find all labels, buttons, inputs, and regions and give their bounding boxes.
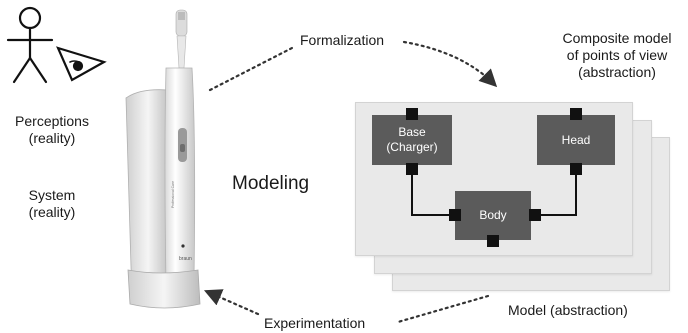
- model-abstraction-label: Model (abstraction): [508, 302, 628, 318]
- svg-text:braun: braun: [179, 256, 192, 262]
- formalization-arrow-right: [402, 40, 498, 88]
- base-charger-block: Base (Charger): [372, 115, 452, 165]
- svg-text:Professional Care: Professional Care: [171, 181, 175, 208]
- composite-model-label: Composite model of points of view (abstr…: [562, 30, 672, 80]
- modeling-label: Modeling: [232, 173, 310, 194]
- head-block: Head: [537, 115, 615, 165]
- body-port-bottom: [487, 235, 499, 247]
- body-port-left: [449, 209, 461, 221]
- base-port-bottom: [406, 163, 418, 175]
- stick-figure-with-eye-icon: [6, 6, 107, 84]
- experimentation-arrow-right: [396, 294, 490, 324]
- formalization-label: Formalization: [300, 32, 385, 48]
- experimentation-label: Experimentation: [264, 315, 366, 331]
- base-port-top: [406, 108, 418, 120]
- system-label: System (reality): [28, 187, 76, 220]
- electric-toothbrush-icon: braun Professional Care: [125, 9, 201, 309]
- body-port-right: [529, 209, 541, 221]
- perceptions-label: Perceptions (reality): [15, 113, 89, 146]
- head-port-bottom: [570, 163, 582, 175]
- body-block: Body: [455, 191, 531, 240]
- head-port-top: [570, 108, 582, 120]
